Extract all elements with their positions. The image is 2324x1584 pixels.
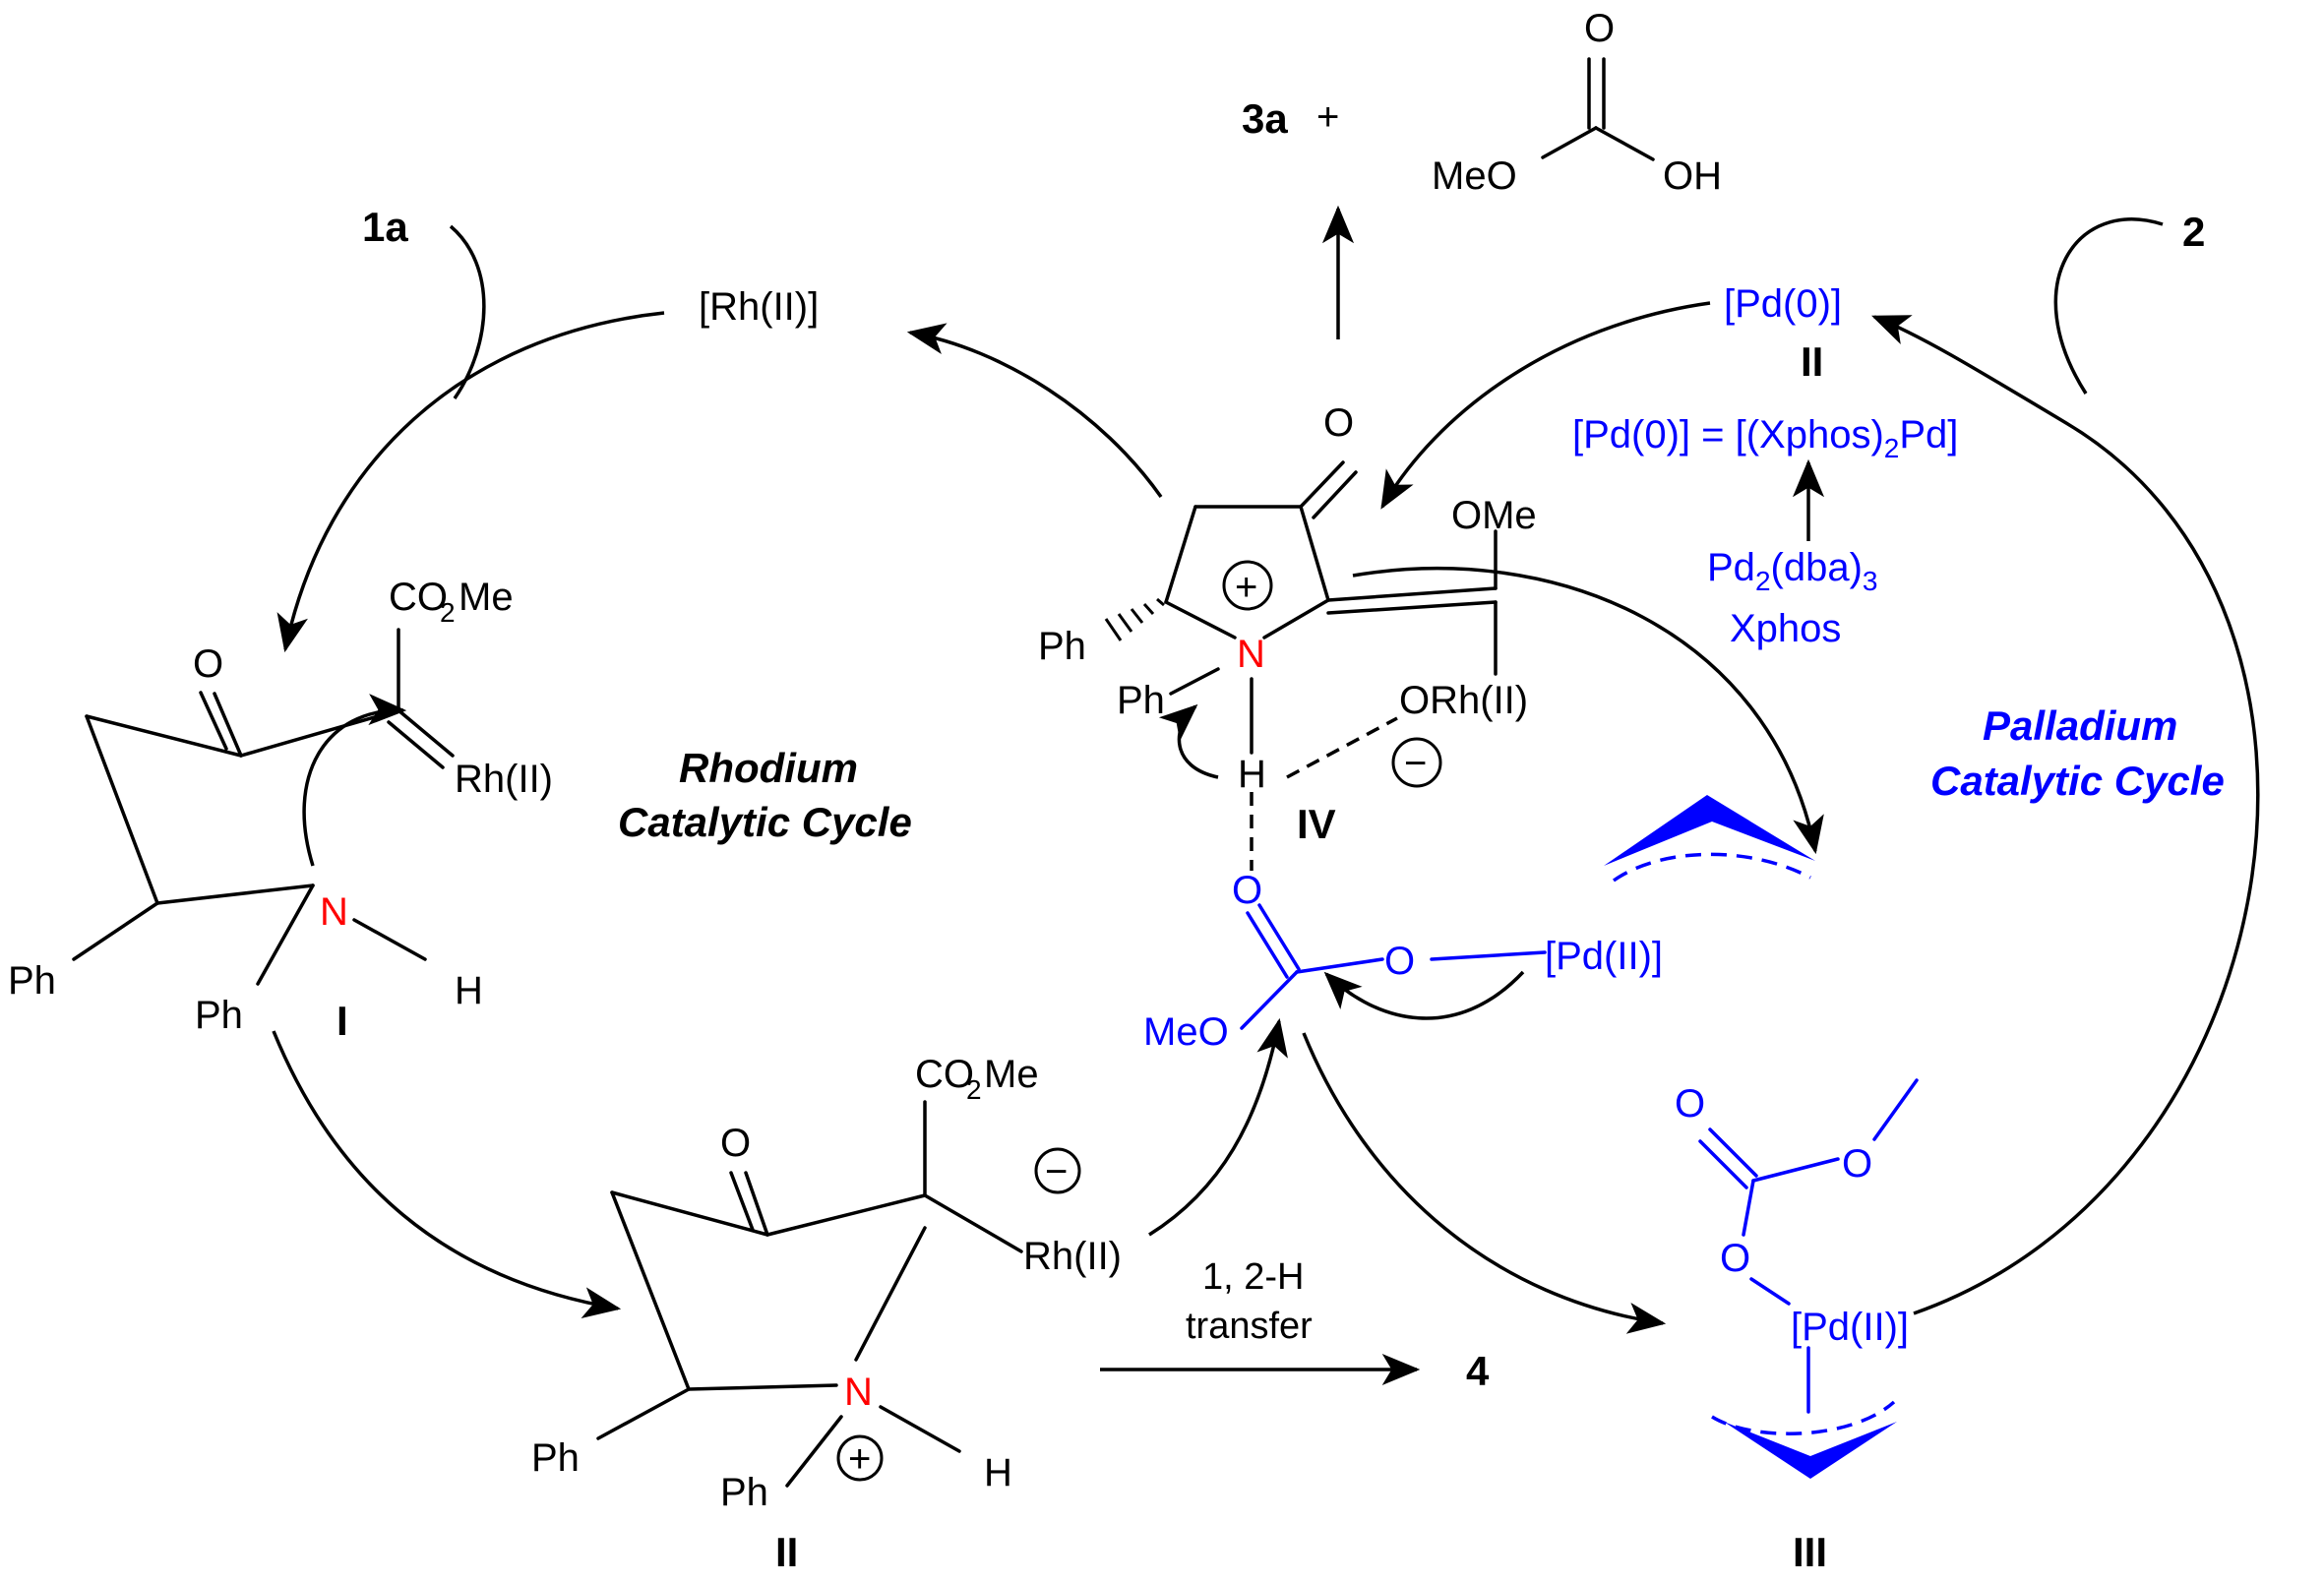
carbonate-decarboxylation-arrow xyxy=(1323,970,1525,1020)
allyl-carbonate-2-entry-arrow xyxy=(2053,217,2164,395)
intermediate-II-label: II xyxy=(775,1529,798,1575)
intermediate-IV-orh-label: ORh(II) xyxy=(1399,679,1528,722)
pd-carbonate-carbonyl-oxygen: O xyxy=(1232,869,1262,912)
intermediate-II-nh-hydrogen: H xyxy=(984,1451,1012,1494)
intermediate-IV-phenyl-1: Ph xyxy=(1038,625,1086,668)
compound-1a: 1a xyxy=(362,204,408,250)
methyl-carbonate-pd-complex: O O MeO [Pd(II)] xyxy=(1143,869,1663,1054)
intermediate-I-phenyl-2: Ph xyxy=(195,994,243,1037)
intermediate-II-minus-sign: − xyxy=(1045,1150,1068,1193)
pd-ii-middle-label: [Pd(II)] xyxy=(1545,935,1663,978)
rh-cycle-arrow-ylide xyxy=(272,1030,622,1318)
pi-allyl-upper xyxy=(1604,795,1815,883)
intermediate-I-co2me-a: CO xyxy=(389,576,448,619)
carbonate-carbonyl-oxygen: O xyxy=(1584,7,1615,50)
intermediate-I-co2me-b: Me xyxy=(459,576,514,619)
compound-3a: 3a xyxy=(1242,95,1288,142)
intermediate-I-nitrogen: N xyxy=(320,890,348,934)
intermediate-IV-structure: O + N Ph Ph OMe ORh(II) − H IV xyxy=(1038,401,1537,871)
intermediate-I-label: I xyxy=(336,998,348,1044)
intermediate-IV-plus-sign: + xyxy=(1235,566,1257,609)
pd2dba3-label: Pd2(dba)3 xyxy=(1707,546,1877,596)
rh-cycle-arrow-carbene xyxy=(276,311,665,653)
pd0-definition: [Pd(0)] = [(Xphos)2Pd] xyxy=(1572,413,1958,463)
intermediate-I-phenyl-1: Ph xyxy=(8,959,56,1003)
h-transfer-label-2: transfer xyxy=(1186,1306,1313,1347)
intermediate-IV-ome-label: OMe xyxy=(1451,494,1537,537)
intermediate-III-methoxy-oxygen: O xyxy=(1842,1142,1872,1186)
intermediate-II-negative-charge xyxy=(1034,1147,1081,1194)
intermediate-II-co2me-b: Me xyxy=(984,1053,1039,1096)
carbonate-meo-label: MeO xyxy=(1432,154,1517,198)
intermediate-IV-proton-arrow xyxy=(1158,703,1219,779)
intermediate-II-co2me-sub: 2 xyxy=(966,1074,982,1105)
intermediate-III-label: III xyxy=(1793,1529,1827,1575)
intermediate-IV-ketone-oxygen: O xyxy=(1323,401,1354,445)
intermediate-I-ketone-oxygen: O xyxy=(193,642,223,686)
pd-carbonate-ester-oxygen: O xyxy=(1384,940,1415,983)
intermediate-IV-hydrogen: H xyxy=(1238,753,1266,796)
pd0-catalyst-label: [Pd(0)] xyxy=(1724,282,1842,326)
intermediate-IV-positive-charge xyxy=(1222,560,1273,611)
intermediate-I-structure: O CO 2 Me Rh(II) N H Ph Ph I xyxy=(8,576,553,1044)
hashed-wedge-bond xyxy=(1104,597,1165,641)
rhodium-cycle-title-2: Catalytic Cycle xyxy=(618,799,912,845)
intermediate-II-ylide-structure: O CO 2 Me − Rh(II) N + H Ph Ph II xyxy=(531,1017,1288,1575)
intermediate-II-plus-sign: + xyxy=(848,1437,871,1481)
pd-cycle-large-arrow xyxy=(1871,315,2260,1315)
intermediate-III-structure: O O O [Pd(II)] III xyxy=(1675,1078,1919,1575)
pd-oxidative-addition-arrow xyxy=(1380,301,1711,510)
intermediate-II-rh-label: Rh(II) xyxy=(1023,1235,1122,1278)
intermediate-IV-minus-sign: − xyxy=(1404,742,1427,785)
h-transfer-label-1: 1, 2-H xyxy=(1202,1256,1304,1298)
pd0-catalyst-number: II xyxy=(1801,338,1823,385)
carbonate-oh-label: OH xyxy=(1663,154,1722,198)
intermediate-III-pd-oxygen: O xyxy=(1720,1237,1750,1280)
compound-4: 4 xyxy=(1466,1348,1490,1394)
intermediate-I-nucleophilic-attack-arrow xyxy=(302,694,407,867)
methyl-carbonic-acid-structure: O MeO OH xyxy=(1432,7,1722,198)
intermediate-III-carbonyl-oxygen: O xyxy=(1675,1082,1705,1126)
plus-sign: + xyxy=(1316,95,1339,139)
rhodium-cycle-title-1: Rhodium xyxy=(679,745,858,791)
intermediate-I-nh-hydrogen: H xyxy=(455,969,483,1012)
rh-catalyst-label: [Rh(II)] xyxy=(699,285,819,329)
allylation-arrow xyxy=(1352,567,1824,855)
xphos-label: Xphos xyxy=(1730,607,1841,650)
intermediate-I-rh-label: Rh(II) xyxy=(455,758,553,801)
intermediate-IV-nitrogen: N xyxy=(1237,633,1265,676)
intermediate-II-co2me-a: CO xyxy=(915,1053,974,1096)
intermediate-I-co2me-sub: 2 xyxy=(440,597,456,628)
palladium-cycle-title-1: Palladium xyxy=(1983,702,2177,749)
intermediate-IV-label: IV xyxy=(1297,801,1336,847)
intermediate-II-phenyl-2: Ph xyxy=(720,1471,768,1514)
intermediate-II-to-IV-arrow xyxy=(1148,1017,1288,1237)
carbonate-to-pd-iii-arrow xyxy=(1302,1032,1667,1334)
intermediate-III-pd-label: [Pd(II)] xyxy=(1791,1306,1909,1349)
intermediate-IV-phenyl-2: Ph xyxy=(1117,679,1165,722)
palladium-cycle-title-2: Catalytic Cycle xyxy=(1930,758,2225,804)
intermediate-II-positive-charge xyxy=(836,1434,884,1482)
compound-2: 2 xyxy=(2182,209,2205,255)
intermediate-II-ketone-oxygen: O xyxy=(720,1122,751,1165)
intermediate-II-nitrogen: N xyxy=(844,1371,873,1414)
intermediate-II-phenyl-1: Ph xyxy=(531,1436,580,1480)
intermediate-IV-negative-charge xyxy=(1391,737,1442,788)
pd-carbonate-meo-label: MeO xyxy=(1143,1010,1229,1054)
rh-cycle-arrow-regen xyxy=(906,323,1163,499)
